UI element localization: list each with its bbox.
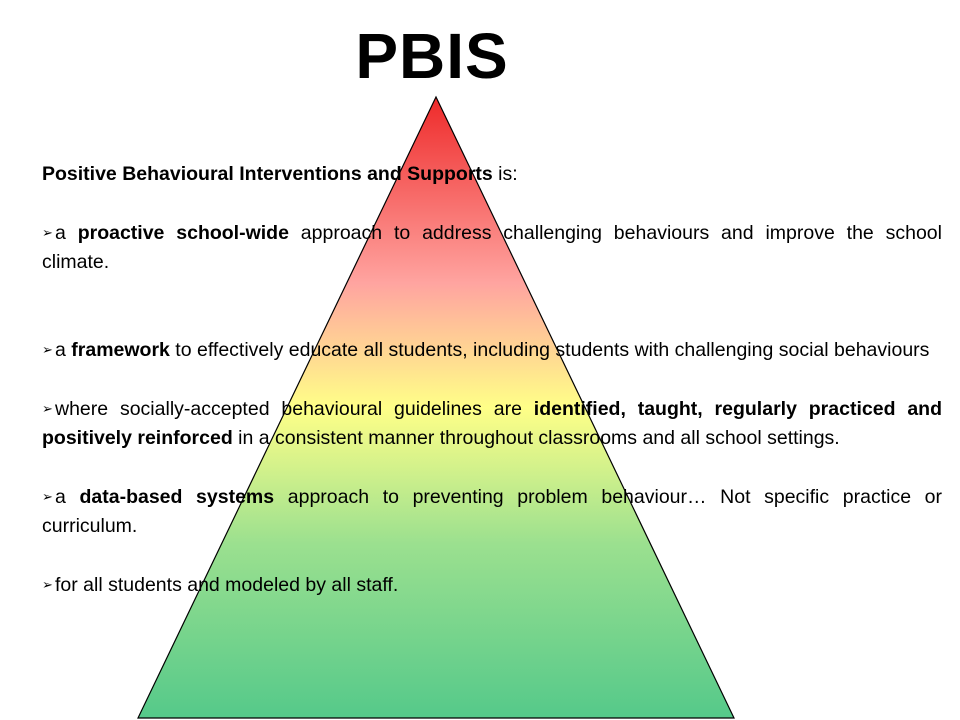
bullet-text: where socially-accepted behavioural guid… (55, 398, 534, 420)
bullet-text: approach to preventing problem behaviour… (42, 486, 943, 537)
arrow-bullet-icon: ➢ (42, 225, 53, 240)
bullet-item: ➢a framework to effectively educate all … (42, 335, 942, 365)
bullet-text: a (55, 222, 78, 244)
bullet-item: ➢where socially-accepted behavioural gui… (42, 394, 942, 453)
slide-body: Positive Behavioural Interventions and S… (42, 160, 942, 629)
bullet-text: to effectively educate all students, inc… (169, 339, 930, 361)
bullet-bold: framework (71, 339, 170, 361)
bullet-text: for all students and modeled by all staf… (55, 574, 399, 596)
bullet-item: ➢a proactive school-wide approach to add… (42, 218, 942, 277)
bullet-bold: data-based systems (79, 486, 275, 508)
slide-title: PBIS (355, 20, 509, 92)
arrow-bullet-icon: ➢ (42, 489, 53, 504)
bullet-text: a (55, 486, 80, 508)
arrow-bullet-icon: ➢ (42, 577, 53, 592)
intro-bold: Positive Behavioural Interventions and S… (42, 163, 493, 185)
bullet-item: ➢for all students and modeled by all sta… (42, 570, 942, 600)
arrow-bullet-icon: ➢ (42, 342, 53, 357)
bullet-text: a (55, 339, 72, 361)
intro-rest: is: (492, 163, 518, 185)
bullet-bold: proactive school-wide (77, 222, 289, 244)
pyramid-triangle (137, 95, 735, 719)
bullet-text: in a consistent manner throughout classr… (232, 427, 840, 449)
arrow-bullet-icon: ➢ (42, 401, 53, 416)
bullet-item: ➢a data-based systems approach to preven… (42, 482, 942, 541)
bullet-text: approach to address challenging behaviou… (42, 222, 942, 273)
intro-line: Positive Behavioural Interventions and S… (42, 160, 942, 189)
bullet-bold: identified, taught, regularly practiced … (42, 398, 942, 449)
